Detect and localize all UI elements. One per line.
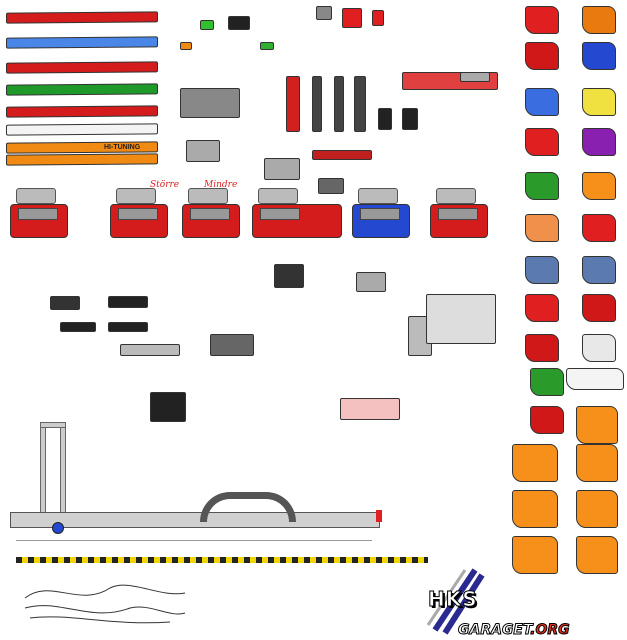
part-icon (274, 264, 304, 288)
body-panel (582, 128, 616, 156)
engine-manifold (118, 208, 158, 220)
body-panel (582, 214, 616, 242)
part-icon (316, 6, 332, 20)
body-panel (525, 88, 559, 116)
body-panel (582, 334, 616, 362)
engine (108, 188, 178, 238)
engine-block (252, 204, 342, 238)
part-icon (120, 344, 180, 356)
part-icon (264, 158, 300, 180)
engine-top (436, 188, 476, 204)
stripe-decal (6, 123, 158, 136)
part-icon (180, 88, 240, 118)
body-panel (512, 490, 558, 528)
part-icon (108, 296, 148, 308)
engine-top (16, 188, 56, 204)
part-icon (180, 42, 192, 50)
part-icon (286, 76, 300, 132)
body-panel (525, 294, 559, 322)
body-panel (582, 42, 616, 70)
body-panel (582, 172, 616, 200)
part-icon (354, 76, 366, 132)
hazard-stripe (16, 557, 428, 563)
part-icon (356, 272, 386, 292)
storre-label: Större (150, 180, 180, 190)
stripe-decal (6, 105, 158, 118)
body-panel (582, 88, 616, 116)
engine-top (258, 188, 298, 204)
engine (350, 188, 420, 238)
body-panel (525, 214, 559, 242)
garaget-logo-main: GARAGET (457, 622, 531, 639)
body-panel (530, 406, 564, 434)
engine (250, 188, 342, 238)
part-icon (312, 150, 372, 160)
body-panel (576, 406, 618, 444)
body-panel (576, 490, 618, 528)
garaget-logo-suffix: .ORG (530, 622, 570, 639)
part-icon (426, 294, 496, 344)
body-panel (525, 128, 559, 156)
engine (428, 188, 498, 238)
part-icon (402, 108, 418, 130)
body-panel (566, 368, 624, 390)
part-icon (460, 72, 490, 82)
stripe-decal (6, 61, 158, 74)
part-icon (186, 140, 220, 162)
engine-top (116, 188, 156, 204)
part-icon (150, 392, 186, 422)
body-panel (582, 6, 616, 34)
engine-top (358, 188, 398, 204)
body-panel (576, 444, 618, 482)
stripe-decal (6, 36, 158, 49)
stripe-decal (6, 153, 158, 166)
body-panel (582, 294, 616, 322)
stripe-decal (6, 83, 158, 96)
body-panel (525, 334, 559, 362)
part-icon (372, 10, 384, 26)
garaget-logo: GARAGET.ORG (457, 622, 570, 639)
part-icon (108, 322, 148, 332)
body-panel (512, 444, 558, 482)
hks-slash-graphic (426, 568, 485, 635)
part-icon (210, 334, 254, 356)
part-icon (260, 42, 274, 50)
body-panel (512, 536, 558, 574)
hks-logo: HKS (428, 587, 478, 612)
part-icon (228, 16, 250, 30)
body-panel (525, 42, 559, 70)
engine-manifold (260, 208, 300, 220)
mindre-label: Mindre (204, 180, 238, 190)
engine-manifold (190, 208, 230, 220)
stripe-decal (6, 11, 158, 24)
body-panel (525, 256, 559, 284)
hi-tuning-label: HI-TUNING (104, 144, 141, 151)
part-icon (378, 108, 392, 130)
body-panel (525, 6, 559, 34)
part-icon (200, 20, 214, 30)
flame-decal (24, 584, 186, 624)
part-icon (334, 76, 344, 132)
body-panel (582, 256, 616, 284)
body-panel (525, 172, 559, 200)
engine (8, 188, 78, 238)
part-icon (342, 8, 362, 28)
engine-manifold (360, 208, 400, 220)
body-panel (576, 536, 618, 574)
engine (180, 188, 250, 238)
part-icon (340, 398, 400, 420)
engine-top (188, 188, 228, 204)
engine-manifold (438, 208, 478, 220)
part-icon (318, 178, 344, 194)
part-icon (312, 76, 322, 132)
engine-manifold (18, 208, 58, 220)
body-panel (530, 368, 564, 396)
part-icon (60, 322, 96, 332)
part-icon (50, 296, 80, 310)
